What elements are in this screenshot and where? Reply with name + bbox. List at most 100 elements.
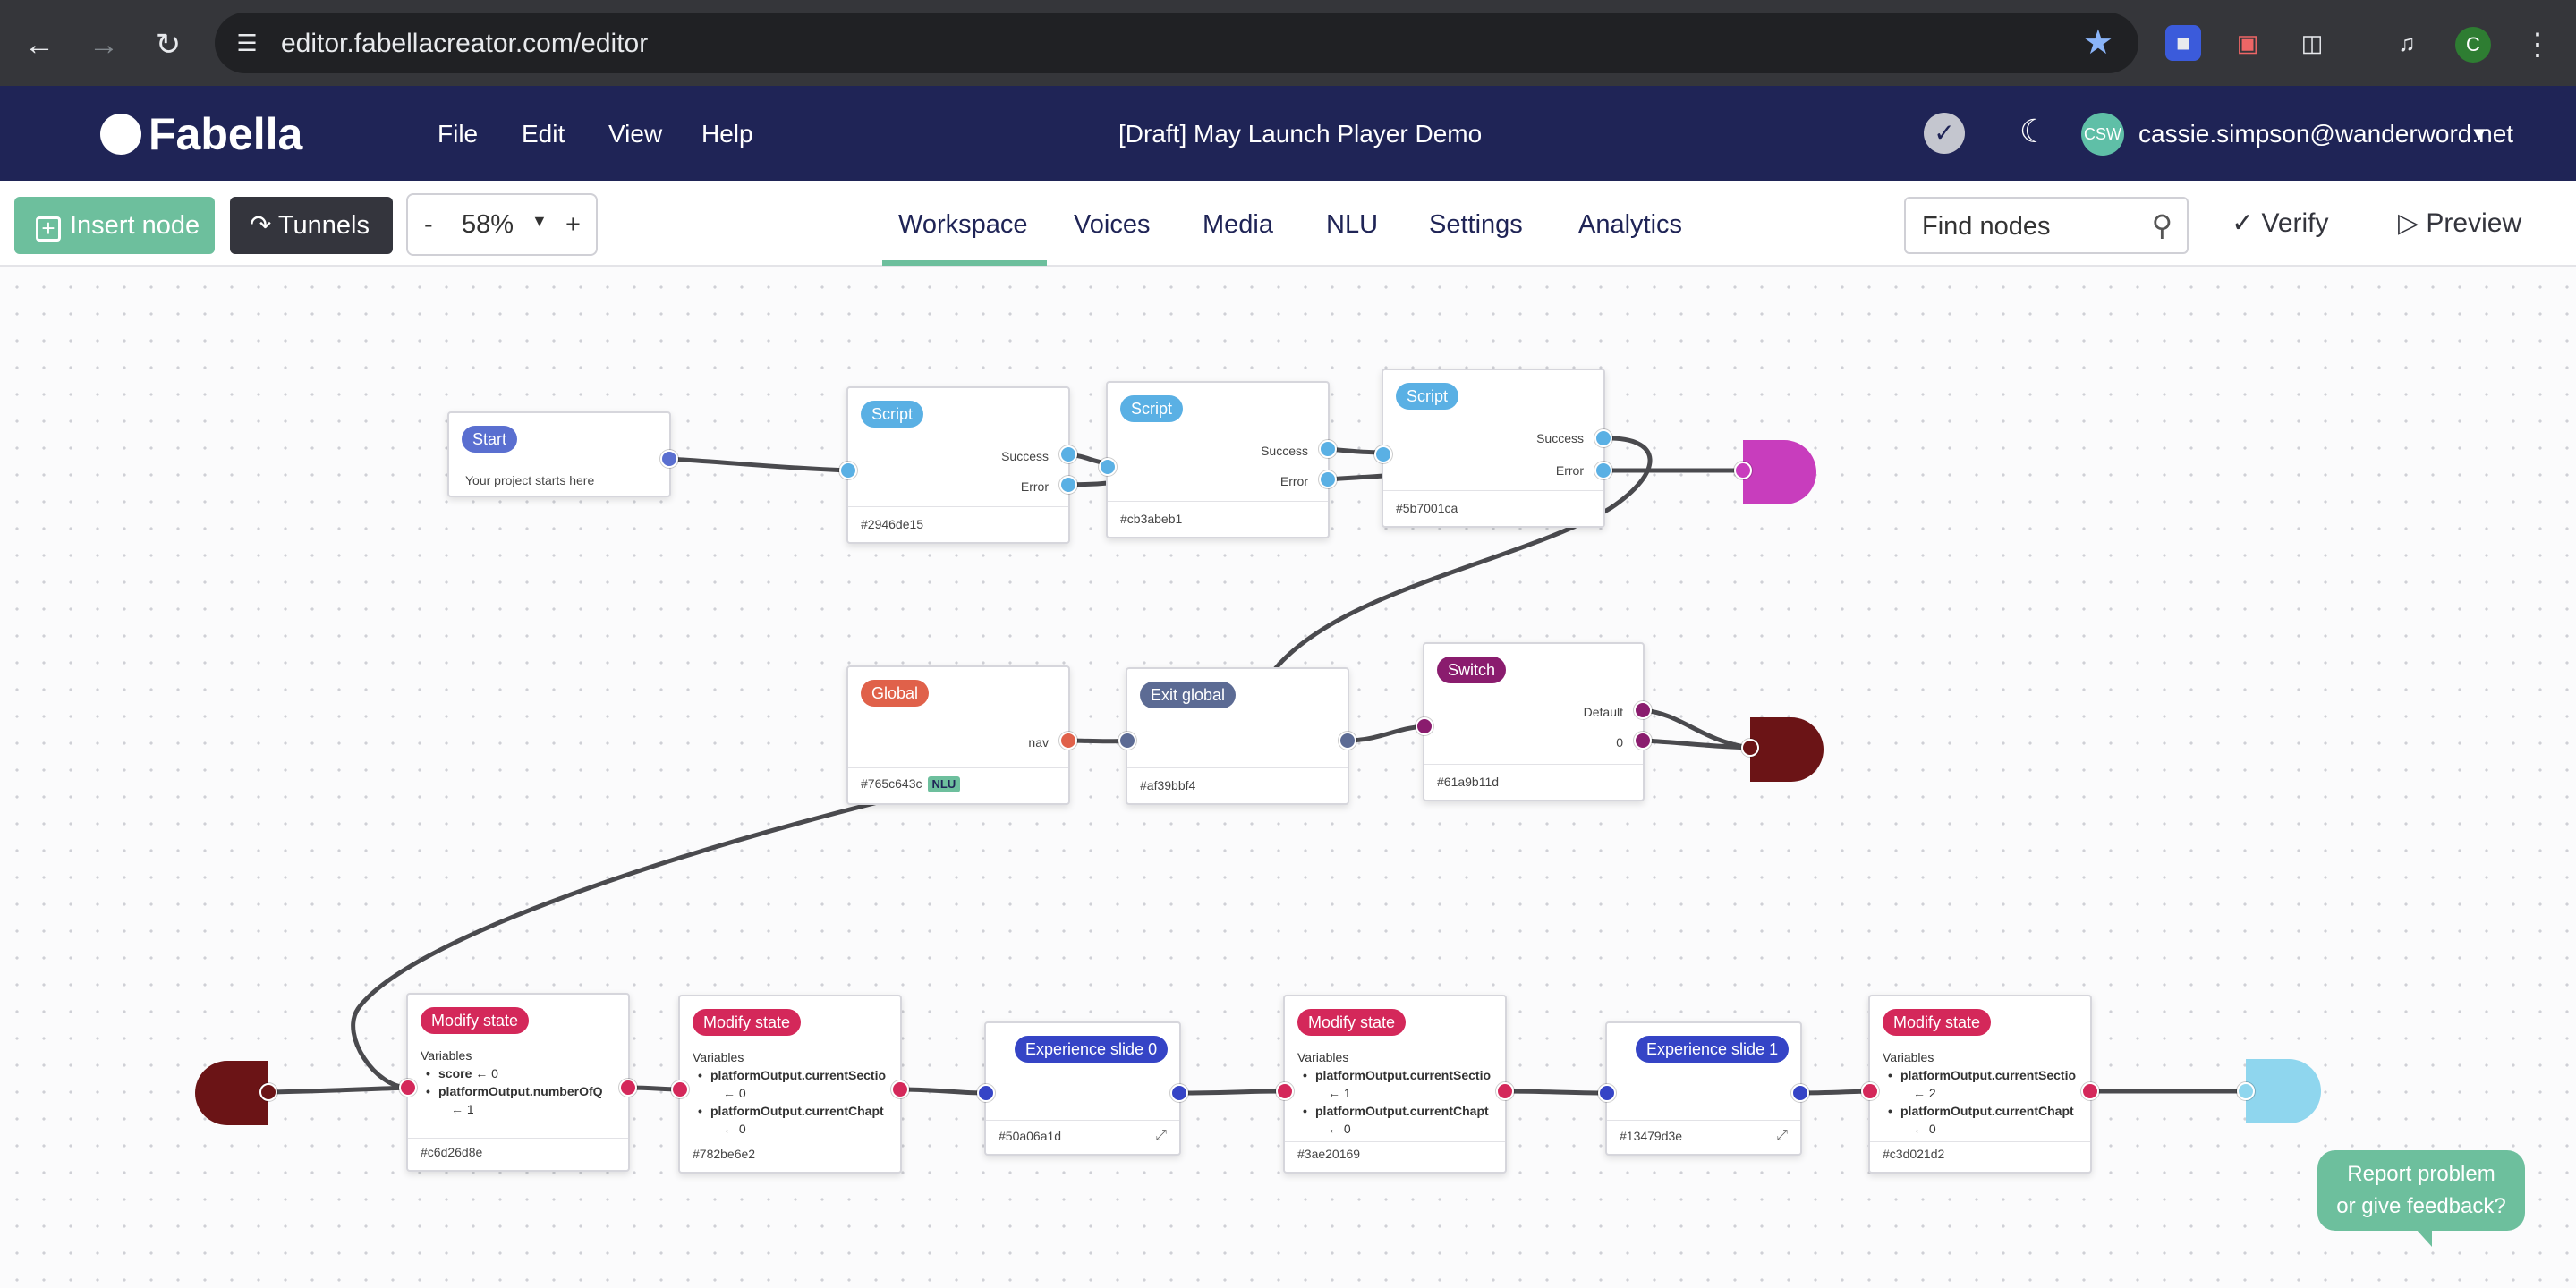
menu-view[interactable]: View (608, 120, 663, 148)
input-port[interactable] (671, 1080, 689, 1098)
menu-file[interactable]: File (438, 120, 479, 148)
terminal-port[interactable] (1734, 462, 1752, 479)
input-port[interactable] (977, 1084, 995, 1102)
tunnels-button[interactable]: ↷ Tunnels (230, 197, 393, 254)
extensions-puzzle-icon[interactable]: ◫ (2300, 30, 2324, 56)
back-icon[interactable]: ← (24, 28, 55, 62)
extension-icon[interactable]: ■ (2165, 25, 2201, 61)
output-port[interactable] (2081, 1082, 2099, 1100)
node-modify-state[interactable]: Modify state Variables platformOutput.cu… (1868, 995, 2092, 1174)
zoom-out-button[interactable]: - (424, 210, 433, 239)
input-port[interactable] (1099, 458, 1117, 476)
zoom-dropdown-icon[interactable]: ▼ (531, 212, 548, 230)
zoom-value[interactable]: 58% (462, 210, 514, 239)
user-avatar[interactable]: CSW (2081, 113, 2124, 156)
extension-icon[interactable]: ▣ (2236, 30, 2259, 56)
node-script[interactable]: Script Success Error #cb3abeb1 (1106, 381, 1330, 538)
output-port[interactable] (1170, 1084, 1188, 1102)
browser-menu-icon[interactable]: ⋮ (2522, 28, 2553, 62)
node-start[interactable]: Start Your project starts here (447, 411, 671, 497)
user-menu-caret-icon[interactable]: ▼ (2470, 123, 2489, 145)
output-port[interactable] (1791, 1084, 1809, 1102)
bookmark-star-icon[interactable]: ★ (2082, 24, 2113, 62)
preview-button[interactable]: ▷ Preview (2398, 208, 2521, 240)
output-port[interactable] (660, 450, 678, 468)
terminal-port[interactable] (1741, 739, 1759, 757)
dark-mode-moon-icon[interactable]: ☾ (2019, 113, 2049, 149)
output-port[interactable] (1496, 1082, 1514, 1100)
node-script[interactable]: Script Success Error #5b7001ca (1382, 369, 1605, 528)
output-port-error[interactable] (1059, 476, 1077, 494)
search-icon[interactable]: ⚲ (2151, 209, 2172, 242)
input-port[interactable] (1598, 1084, 1616, 1102)
output-port[interactable] (619, 1079, 637, 1097)
input-port[interactable] (1374, 445, 1392, 463)
insert-node-button[interactable]: +Insert node (14, 197, 215, 254)
node-modify-state[interactable]: Modify state Variables score ← 0 platfor… (406, 993, 630, 1172)
node-start-text: Your project starts here (465, 473, 595, 487)
output-port-error[interactable] (1594, 462, 1612, 479)
status-check-icon[interactable]: ✓ (1924, 113, 1965, 154)
output-port-error[interactable] (1319, 470, 1337, 488)
node-exit-global[interactable]: Exit global #af39bbf4 (1126, 667, 1349, 805)
tab-workspace[interactable]: Workspace (898, 210, 1028, 239)
node-experience-slide[interactable]: Experience slide 0 #50a06a1d ⤢ (984, 1021, 1181, 1156)
tab-settings[interactable]: Settings (1429, 210, 1523, 239)
zoom-in-button[interactable]: + (565, 210, 581, 239)
variable-value: ← 0 (1328, 1122, 1351, 1136)
input-port[interactable] (1276, 1082, 1294, 1100)
node-modify-state[interactable]: Modify state Variables platformOutput.cu… (1283, 995, 1507, 1174)
tab-nlu[interactable]: NLU (1326, 210, 1379, 239)
output-port[interactable] (1339, 732, 1356, 750)
terminal-port[interactable] (259, 1083, 277, 1101)
input-port[interactable] (839, 462, 857, 479)
output-port-nav[interactable] (1059, 732, 1077, 750)
expand-icon[interactable]: ⤢ (1776, 1128, 1788, 1143)
output-port-success[interactable] (1059, 445, 1077, 463)
node-switch[interactable]: Switch Default 0 #61a9b11d (1423, 642, 1645, 801)
input-port[interactable] (1118, 732, 1136, 750)
browser-toolbar: ← → ↻ ☰ editor.fabellacreator.com/editor… (0, 0, 2576, 86)
port-label-success: Success (1536, 431, 1584, 445)
user-email[interactable]: cassie.simpson@wanderword.net (2138, 120, 2514, 148)
terminal-magenta[interactable] (1743, 440, 1816, 504)
node-experience-slide[interactable]: Experience slide 1 #13479d3e ⤢ (1605, 1021, 1802, 1156)
site-settings-icon[interactable]: ☰ (236, 30, 258, 56)
address-bar[interactable]: ☰ editor.fabellacreator.com/editor ★ (215, 13, 2138, 73)
input-port[interactable] (399, 1079, 417, 1097)
input-port[interactable] (1416, 717, 1433, 735)
tab-media[interactable]: Media (1203, 210, 1273, 239)
feedback-button[interactable]: Report problem or give feedback? (2317, 1150, 2525, 1247)
workspace-canvas[interactable]: Start Your project starts here Script Su… (0, 267, 2576, 1288)
menu-help[interactable]: Help (701, 120, 753, 148)
node-type-pill: Exit global (1140, 682, 1237, 708)
terminal-dark-left[interactable] (195, 1061, 268, 1125)
url-text[interactable]: editor.fabellacreator.com/editor (281, 29, 649, 58)
expand-icon[interactable]: ⤢ (1155, 1128, 1167, 1143)
terminal-dark-right[interactable] (1750, 717, 1824, 782)
input-port[interactable] (1861, 1082, 1879, 1100)
output-port[interactable] (891, 1080, 909, 1098)
media-controls-icon[interactable]: ♫ (2398, 30, 2416, 56)
verify-button[interactable]: ✓ Verify (2232, 208, 2329, 240)
menu-edit[interactable]: Edit (522, 120, 565, 148)
tab-voices[interactable]: Voices (1074, 210, 1151, 239)
output-port-default[interactable] (1634, 701, 1652, 719)
output-port-case-0[interactable] (1634, 732, 1652, 750)
tab-analytics[interactable]: Analytics (1578, 210, 1683, 239)
find-nodes-input[interactable]: Find nodes ⚲ (1904, 197, 2189, 254)
forward-icon[interactable]: → (89, 28, 119, 62)
terminal-port[interactable] (2237, 1082, 2255, 1100)
output-port-success[interactable] (1594, 429, 1612, 447)
terminal-light-blue[interactable] (2246, 1059, 2321, 1123)
browser-profile-avatar[interactable]: C (2455, 27, 2491, 63)
check-icon: ✓ (2232, 208, 2262, 238)
variable-value: ← 1 (1328, 1086, 1351, 1100)
output-port-success[interactable] (1319, 440, 1337, 458)
edge-terminal-modify1 (266, 1085, 411, 1095)
reload-icon[interactable]: ↻ (155, 28, 182, 62)
node-script[interactable]: Script Success Error #2946de15 (846, 386, 1070, 544)
fabella-logo[interactable]: Fabella (100, 109, 302, 159)
node-modify-state[interactable]: Modify state Variables platformOutput.cu… (678, 995, 902, 1174)
